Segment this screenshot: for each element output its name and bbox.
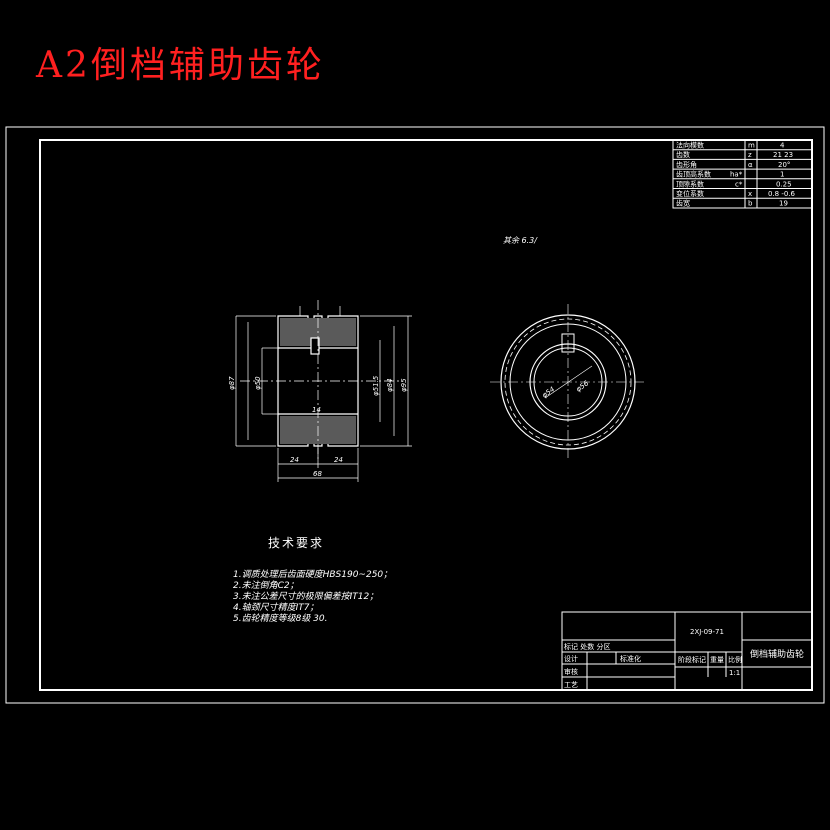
surface-note: 其余 6.3/	[503, 236, 538, 245]
section-dimension-text: φ87 φ50 φ51.5 φ84 φ95 24 24 68 14	[228, 375, 408, 478]
param-name: 齿顶高系数	[676, 170, 711, 179]
section-view	[240, 300, 400, 460]
dim-bore-diameter: φ50	[254, 376, 262, 390]
dim-front-hub: φ56	[575, 379, 591, 394]
param-symbol: z	[748, 151, 752, 159]
sheet-outer-border	[5, 126, 825, 704]
tech-requirement-item: 2.未注倒角C2；	[233, 581, 299, 591]
dim-width-left: 24	[290, 456, 299, 464]
param-value: 20°	[778, 161, 790, 169]
param-symbol: b	[748, 200, 753, 208]
param-symbol: α	[748, 161, 753, 169]
section-dimensions	[235, 306, 412, 482]
dim-width-right: 24	[334, 456, 343, 464]
param-name: 法向模数	[676, 141, 704, 150]
parameter-table	[672, 139, 813, 209]
tech-requirement-item: 3.未注公差尺寸的极限偏差按IT12；	[233, 592, 379, 602]
dim-total-width: 68	[313, 470, 322, 478]
stage-label: 阶段标记	[678, 655, 706, 664]
tech-requirement-item: 1.调质处理后齿面硬度HBS190~250；	[233, 570, 393, 580]
param-value: 0.8 -0.6	[768, 190, 796, 198]
dim-front-bore: φ54	[541, 385, 557, 399]
dim-root-diameter: φ87	[228, 376, 236, 390]
front-view	[490, 304, 646, 460]
reviewer-label: 审核	[564, 667, 578, 676]
param-name: 齿宽	[676, 199, 690, 208]
parameter-table-text: 法向模数 m 4 齿数 z 21 23 齿形角 α 20° 齿顶高系数 ha* …	[676, 141, 796, 208]
sheet-inner-border	[39, 139, 813, 691]
designer-label: 设计	[564, 654, 578, 663]
param-symbol: c*	[735, 180, 743, 188]
mark-row-label: 标记 处数 分区	[564, 642, 610, 651]
title-block-text: 2XJ-09-71 标记 处数 分区 设计 标准化 审核 工艺 阶段标记 重量 …	[564, 628, 804, 689]
dim-bore2: φ84	[386, 378, 394, 392]
tech-requirement-item: 5.齿轮精度等级8级 30.	[233, 614, 328, 624]
scale-label: 比例	[728, 655, 742, 664]
dim-inner-mid: φ51.5	[372, 375, 380, 396]
drawing-number: 2XJ-09-71	[690, 628, 724, 636]
standard-label: 标准化	[620, 654, 641, 663]
param-name: 齿数	[676, 150, 690, 159]
param-value: 21 23	[773, 151, 793, 159]
param-value: 19	[779, 200, 788, 208]
title-block	[561, 611, 813, 691]
param-value: 0.25	[776, 180, 792, 188]
process-label: 工艺	[564, 681, 578, 689]
param-symbol: m	[748, 142, 755, 150]
param-value: 4	[780, 142, 785, 150]
dim-slot-width: 14	[312, 406, 321, 414]
param-symbol: x	[748, 190, 752, 198]
page-title: A2倒档辅助齿轮	[36, 45, 325, 86]
param-name: 齿形角	[676, 160, 697, 169]
dim-outer-diameter: φ95	[400, 378, 408, 392]
weight-label: 重量	[710, 656, 724, 664]
tech-requirements-heading: 技术要求	[268, 536, 325, 550]
param-symbol: ha*	[730, 171, 743, 179]
scale-value: 1:1	[729, 669, 740, 677]
param-name: 顶隙系数	[676, 179, 704, 188]
param-name: 变位系数	[676, 189, 704, 198]
part-name: 倒档辅助齿轮	[750, 648, 804, 660]
tech-requirement-item: 4.轴颈尺寸精度IT7；	[233, 603, 319, 613]
param-value: 1	[780, 171, 784, 179]
